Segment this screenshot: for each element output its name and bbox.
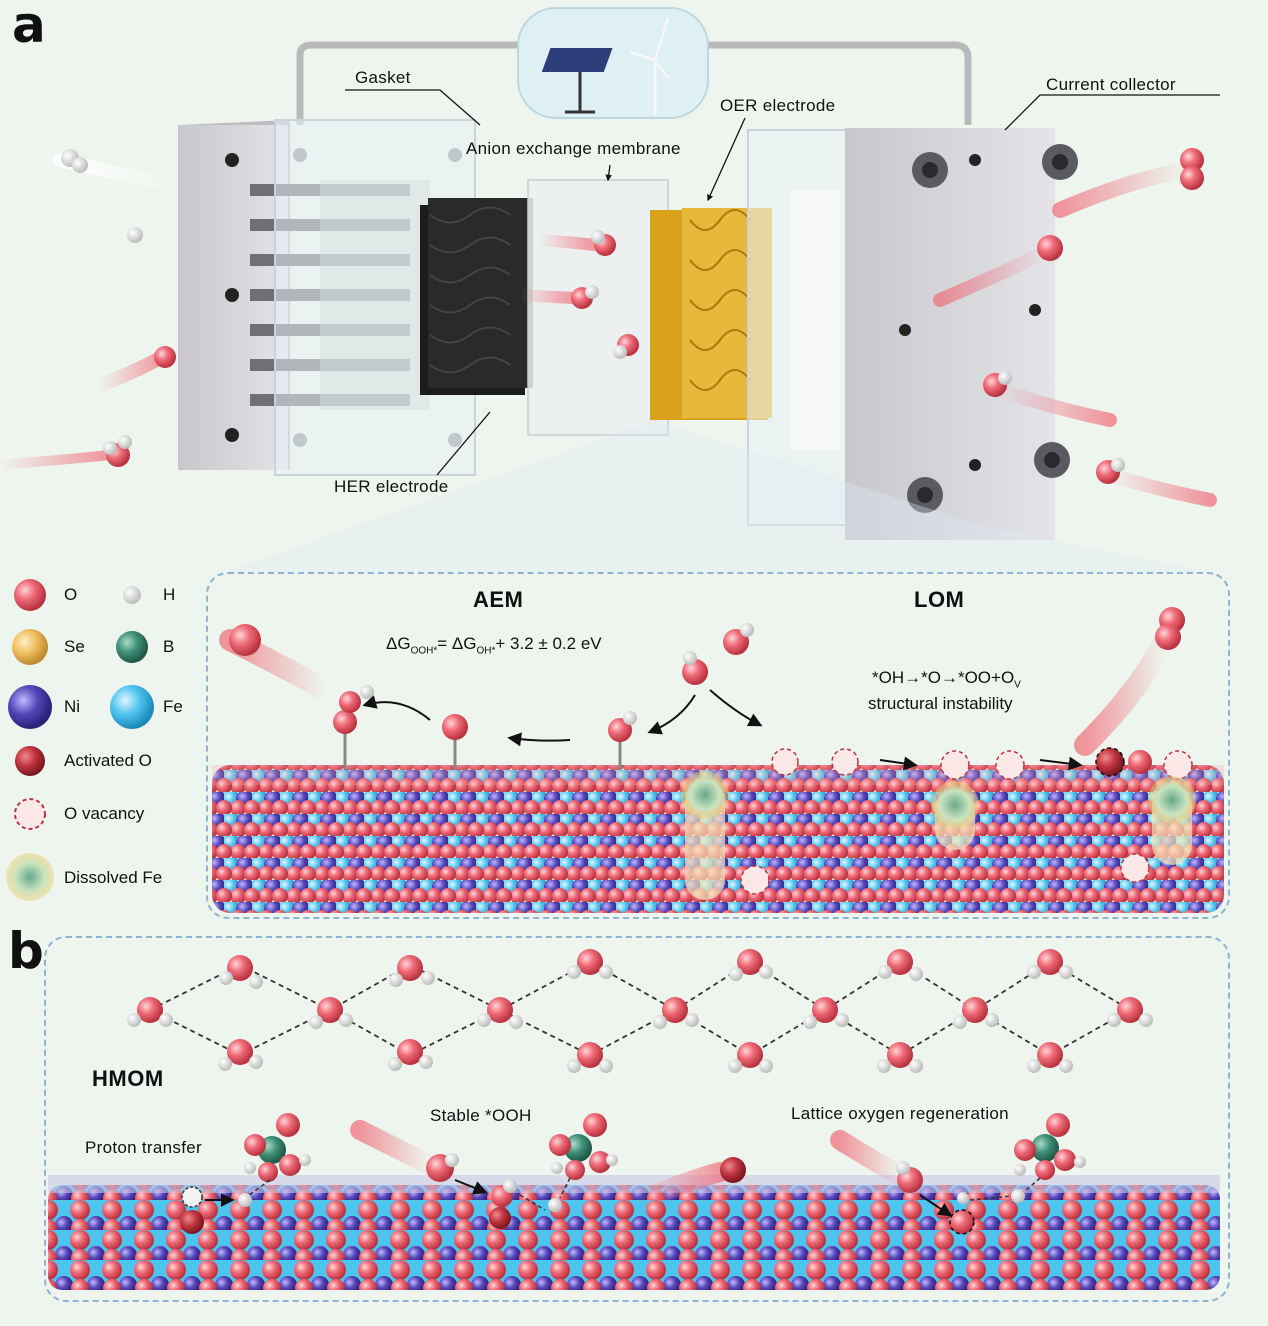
label-lattice-regeneration: Lattice oxygen regeneration <box>791 1104 1009 1123</box>
lom-note: structural instability <box>868 694 1013 713</box>
legend-o-vacancy: O vacancy <box>64 804 145 823</box>
label-anion-exchange-membrane: Anion exchange membrane <box>466 139 681 158</box>
zoom-cone <box>225 420 1210 572</box>
her-electrode-block <box>420 198 533 395</box>
legend-se: Se <box>64 637 85 656</box>
aem-equation: ΔGOOH*= ΔGOH*+ 3.2 ± 0.2 eV <box>386 634 602 657</box>
water-molecules <box>127 949 1153 1073</box>
mechanism-box-b <box>44 936 1230 1302</box>
label-oer-electrode: OER electrode <box>720 96 836 115</box>
label-proton-transfer: Proton transfer <box>85 1138 202 1157</box>
legend-dissolved-fe: Dissolved Fe <box>64 868 163 887</box>
panel-b-letter: b <box>8 922 44 980</box>
label-stable-ooh: Stable *OOH <box>430 1106 532 1125</box>
legend-b: B <box>163 637 175 656</box>
membrane-sheet <box>527 179 669 436</box>
right-gasket-frame <box>747 129 859 526</box>
legend-fe: Fe <box>163 697 183 716</box>
aem-title: AEM <box>473 587 524 612</box>
legend-activated-o: Activated O <box>64 751 152 770</box>
lom-features <box>681 607 1196 900</box>
lom-title: LOM <box>914 587 965 612</box>
label-her-electrode: HER electrode <box>334 477 449 496</box>
renewable-power-source <box>517 7 709 119</box>
current-collector-plate <box>845 128 1078 540</box>
lom-equation: *OH→*O→*OO+OV <box>872 668 1021 691</box>
hmom-adsorbates <box>180 1113 1086 1235</box>
hmom-title: HMOM <box>92 1066 164 1091</box>
legend-o: O <box>64 585 78 604</box>
leader-lines-a <box>345 89 1220 476</box>
aem-adsorbates <box>219 623 763 770</box>
mechanism-box-a <box>206 572 1230 919</box>
legend-atoms <box>6 579 154 901</box>
panel-a-letter: a <box>12 0 46 54</box>
legend-ni: Ni <box>64 697 81 716</box>
lattice-b <box>48 1175 1220 1290</box>
label-current-collector: Current collector <box>1046 75 1176 94</box>
legend-h: H <box>163 585 176 604</box>
power-wire <box>296 41 972 125</box>
gas-molecules-top <box>0 148 1217 507</box>
label-gasket: Gasket <box>355 68 411 87</box>
